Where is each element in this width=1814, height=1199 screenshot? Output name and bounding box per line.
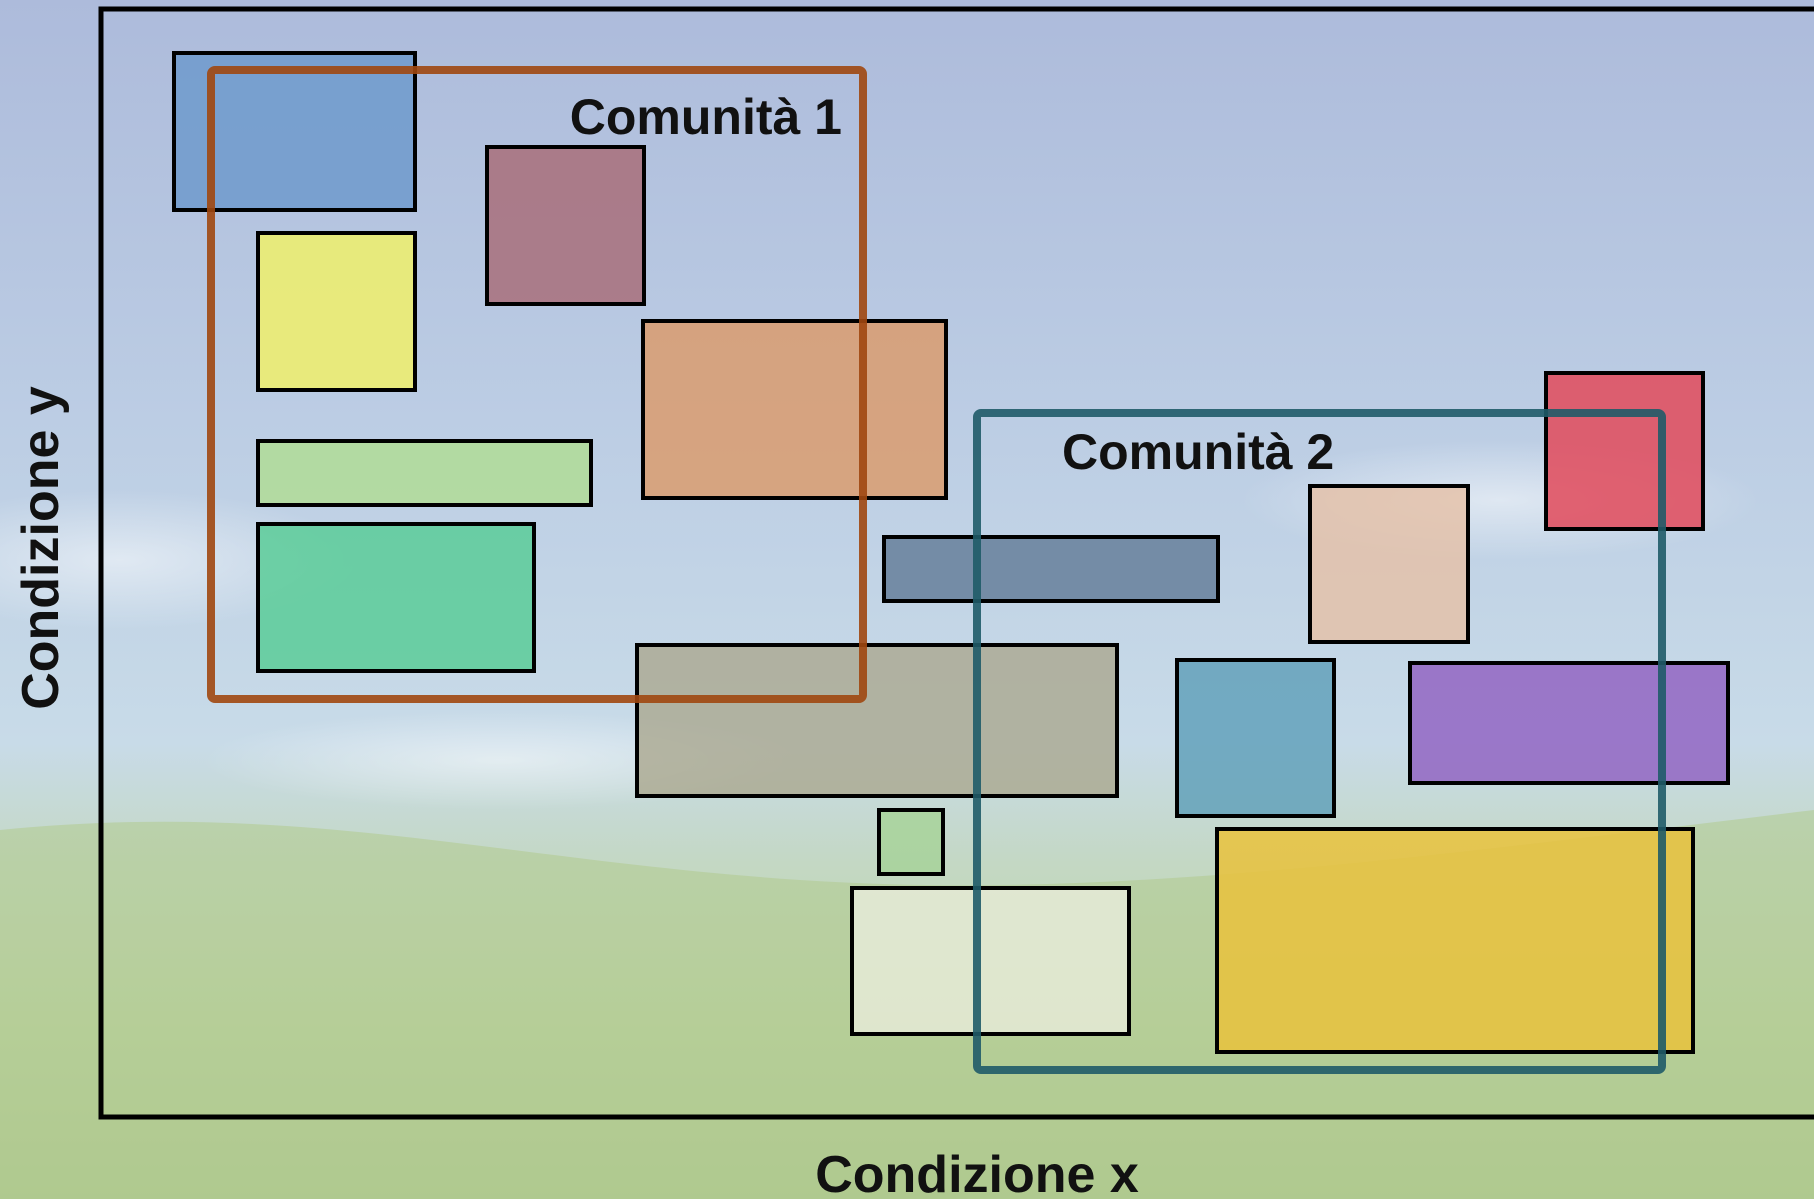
species-box-steel-blue (1175, 658, 1336, 818)
community-1-label: Comunità 1 (570, 89, 842, 145)
species-box-orange (641, 319, 948, 500)
species-box-purple (1408, 661, 1730, 785)
species-box-yellow (256, 231, 417, 392)
species-box-teal-green (256, 522, 536, 673)
species-box-slate (882, 535, 1220, 603)
species-box-light-green (256, 439, 593, 507)
community-1-outline (207, 66, 867, 703)
plot-frame (98, 6, 1814, 1120)
species-box-peach (1308, 484, 1470, 644)
community-2-label: Comunità 2 (1062, 424, 1334, 480)
community-2-outline (973, 409, 1666, 1074)
species-box-small-green (877, 808, 945, 876)
species-box-red (1544, 371, 1705, 531)
species-box-olive-gray (635, 643, 1119, 798)
species-box-pale (850, 886, 1131, 1036)
x-axis-label: Condizione x (815, 1146, 1139, 1199)
y-axis-label: Condizione y (12, 386, 70, 710)
species-box-gold (1215, 827, 1695, 1054)
species-box-mauve (485, 145, 646, 306)
